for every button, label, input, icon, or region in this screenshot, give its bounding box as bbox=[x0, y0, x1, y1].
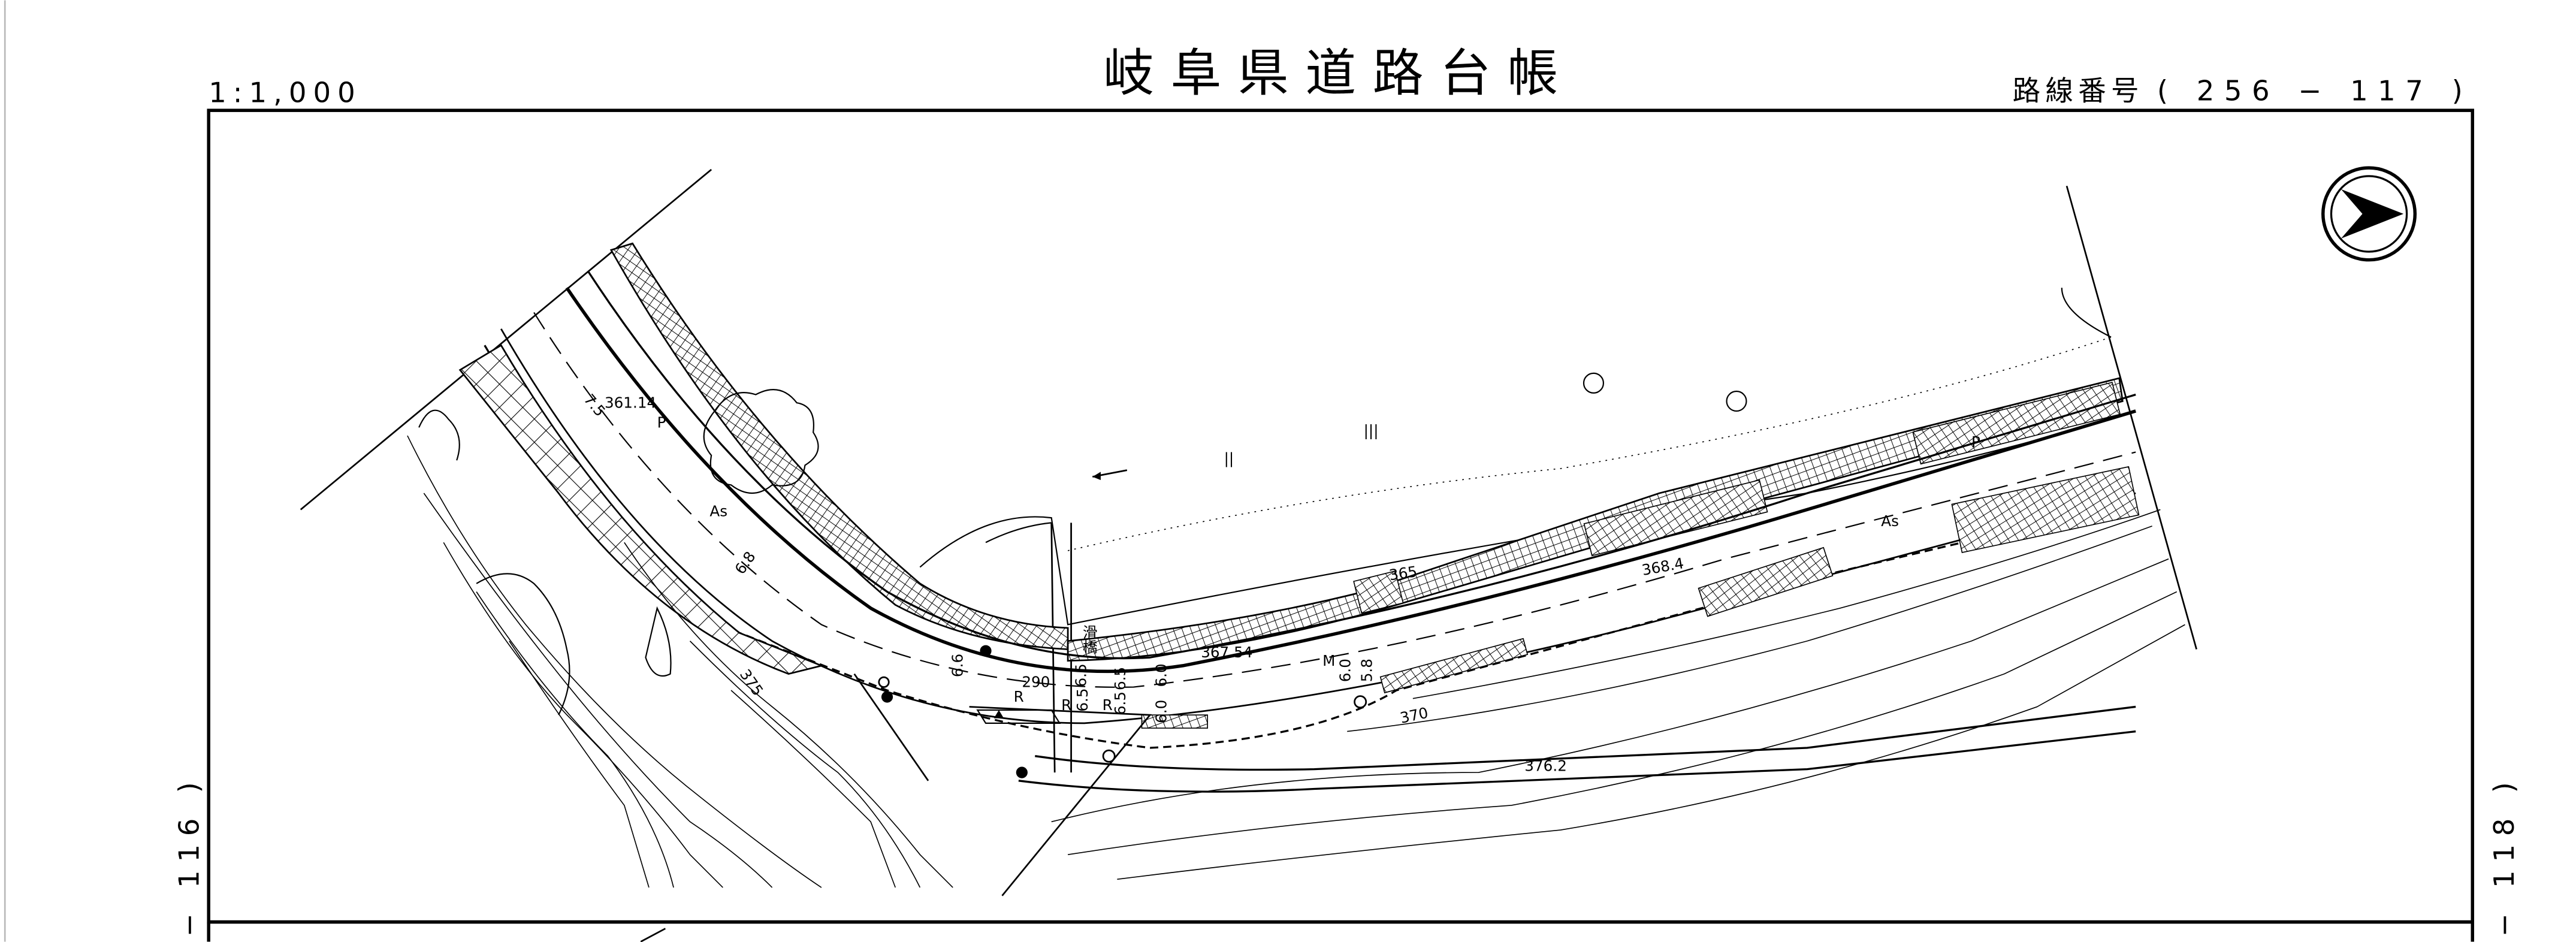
adjacent-sheet-right: − 118 ) bbox=[2488, 774, 2520, 937]
mark-r: R bbox=[1061, 696, 1071, 714]
map-annotations: 7.5 361.14 As 6.8 375 6.6 290 6.5 6.5 6.… bbox=[581, 391, 1980, 774]
label-width: 6.6 bbox=[949, 654, 967, 677]
label-elevation: 368.4 bbox=[1641, 554, 1686, 579]
road-plan-drawing bbox=[300, 168, 2197, 896]
label-width: 6.0 bbox=[1153, 700, 1170, 723]
river-mark: ||| bbox=[1364, 422, 1379, 439]
mark-p: P bbox=[1971, 433, 1980, 451]
mark-r: R bbox=[1014, 688, 1024, 705]
adjacent-sheet-left: − 116 ) bbox=[173, 774, 206, 937]
label-elevation: 367.54 bbox=[1201, 644, 1252, 661]
label-width: 5.8 bbox=[1358, 659, 1375, 682]
label-elevation: 361.14 bbox=[605, 394, 656, 411]
label-width: 6.5 bbox=[1112, 667, 1129, 690]
label-contour: 375 bbox=[736, 666, 767, 699]
route-label: 路線番号 bbox=[2013, 75, 2144, 107]
bridge-name: 滑橋 bbox=[1080, 624, 1098, 654]
mark-r: R bbox=[1103, 696, 1113, 714]
route-number: ( 256 − 117 ) bbox=[2157, 75, 2472, 107]
label-width: 6.0 bbox=[1337, 659, 1354, 682]
north-arrow-icon bbox=[2321, 166, 2417, 262]
label-contour: 365 bbox=[1388, 563, 1418, 584]
river-mark: || bbox=[1224, 450, 1234, 467]
label-width: 6.5 bbox=[1074, 688, 1091, 711]
mark-p: P bbox=[657, 413, 666, 431]
label-curve-radius: 290 bbox=[1022, 674, 1050, 691]
mark-m: M bbox=[1322, 652, 1335, 669]
label-surface: As bbox=[709, 502, 727, 520]
label-width: 6.5 bbox=[1072, 663, 1089, 687]
page-title: 岐阜県道路台帳 bbox=[1103, 44, 1575, 103]
label-elevation: 376.2 bbox=[1524, 757, 1567, 774]
label-surface: As bbox=[1881, 512, 1899, 530]
label-width: 6.0 bbox=[1153, 663, 1170, 687]
scale-label: 1:1,000 bbox=[209, 76, 362, 108]
label-width: 6.5 bbox=[1112, 692, 1129, 715]
label-contour: 370 bbox=[1399, 704, 1430, 727]
